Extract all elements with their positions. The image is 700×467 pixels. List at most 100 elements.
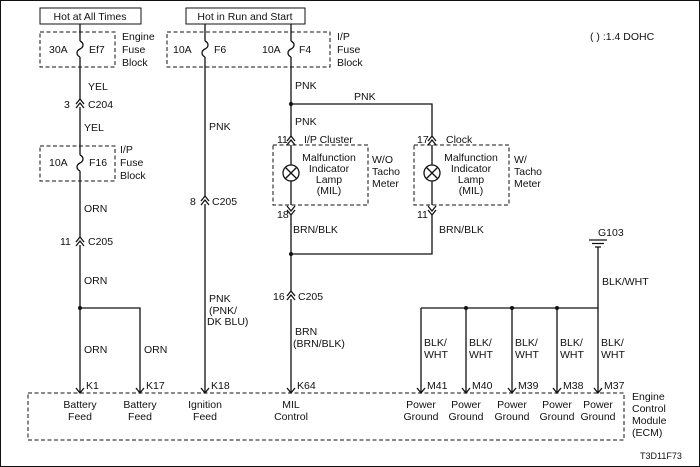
ecm-pin-m41-label-2: Ground	[403, 411, 438, 423]
ecm-name-line4: (ECM)	[632, 427, 662, 439]
wire-color-blk-wht-m40-line2: WHT	[469, 349, 493, 361]
ip-fuse-block-line1: I/P	[337, 31, 350, 43]
wire-color-orn-4: ORN	[144, 344, 167, 356]
ip-cluster-pin-top: 11	[277, 134, 288, 146]
ecm-pin-m40: M40	[472, 380, 493, 392]
fuse-f4-rating: 10A	[262, 44, 281, 56]
hot-in-run-start-box	[185, 7, 306, 25]
ecm-pin-m37: M37	[604, 380, 625, 392]
ip-cluster-variant-line3: Meter	[372, 178, 399, 190]
fuse-ef7-rating: 30A	[49, 44, 68, 56]
ground-g103-label: G103	[598, 227, 624, 239]
clock-lamp-line4: (MIL)	[459, 185, 484, 197]
clock-name: Clock	[446, 134, 473, 146]
ecm-pin-m39-label-1: Power	[497, 399, 527, 411]
hot-at-all-times-box	[39, 7, 142, 25]
wire-color-orn-2: ORN	[84, 275, 107, 287]
ip-cluster-lamp-line4: (MIL)	[317, 185, 342, 197]
wire-color-blk-wht-m39-line2: WHT	[515, 349, 539, 361]
connector-c205-orn-name: C205	[88, 236, 113, 248]
clock-variant-line2: Tacho	[514, 166, 542, 178]
ecm-pin-k64: K64	[297, 380, 316, 392]
wire-color-yel-2: YEL	[84, 122, 104, 134]
ground-wire-labels: BLK/ WHT BLK/ WHT BLK/ WHT BLK/ WHT BLK/…	[424, 337, 625, 361]
ecm-pin-m37-label-2: Ground	[580, 411, 615, 423]
ecm-pin-k18: K18	[211, 380, 230, 392]
fuse-f6-symbol	[201, 40, 209, 58]
ip-fuse-block-box	[166, 31, 331, 68]
clock-lamp-line2: Indicator	[451, 163, 492, 175]
connector-c204-pin: 3	[64, 99, 70, 111]
fuse-ef7-symbol	[76, 40, 84, 58]
ecm-pin-m38: M38	[563, 380, 584, 392]
ecm-pin-k17-label-2: Feed	[128, 411, 152, 423]
fuse-f4-name: F4	[299, 44, 311, 56]
hot-in-run-start-label: Hot in Run and Start	[197, 11, 292, 23]
wire-color-blk-wht-m38-line2: WHT	[560, 349, 584, 361]
ecm-pin-m40-label-1: Power	[451, 399, 481, 411]
ecm-pin-m38-label-1: Power	[542, 399, 572, 411]
fuse-f16-name: F16	[89, 157, 107, 169]
connector-c205-orn-symbol	[75, 235, 85, 247]
wire-color-pnk-k18-line1: PNK	[209, 293, 231, 305]
connector-c204-symbol	[75, 97, 85, 109]
ecm-pin-m39-label-2: Ground	[494, 411, 529, 423]
ip-cluster-variant-line2: Tacho	[372, 166, 400, 178]
ecm-pin-m38-label-2: Ground	[539, 411, 574, 423]
clock-lamp-icon	[423, 164, 441, 182]
ip-fuse-block-f16-line3: Block	[120, 170, 146, 182]
clock-variant-line3: Meter	[514, 178, 541, 190]
ecm-pin-m39: M39	[518, 380, 539, 392]
engine-fuse-block-line1: Engine	[122, 31, 155, 43]
ecm-pins: K1 Battery Feed K17 Battery Feed K18 Ign…	[63, 380, 624, 423]
clock-variant-line1: W/	[514, 154, 527, 166]
fuse-ef7-name: Ef7	[89, 44, 105, 56]
ecm-pin-k64-label-2: Control	[274, 411, 308, 423]
ip-cluster-lamp-line1: Malfunction	[302, 152, 356, 164]
connector-c205-pnk-pin: 8	[190, 196, 196, 208]
wire-color-brn-blk-2: BRN/BLK	[439, 224, 484, 236]
ecm-name-line2: Control	[632, 403, 666, 415]
fuse-f4-symbol	[287, 40, 295, 58]
ip-cluster-pin-bottom: 18	[277, 209, 289, 221]
connector-c205-brn-pin: 16	[273, 291, 285, 303]
clock-pin-bottom: 11	[417, 209, 428, 221]
ecm-pin-k18-label-1: Ignition	[188, 399, 222, 411]
wire-color-yel-1: YEL	[88, 81, 108, 93]
ecm-pin-m37-label-1: Power	[583, 399, 613, 411]
wire-color-blk-wht-m37-line1: BLK/	[601, 337, 624, 349]
wire-color-blk-wht-m41-line1: BLK/	[424, 337, 447, 349]
wire-color-orn-3: ORN	[84, 344, 107, 356]
ecm-box	[27, 392, 625, 441]
ip-cluster-lamp-line3: Lamp	[316, 174, 342, 186]
wire-color-brn-blk-1: BRN/BLK	[293, 224, 338, 236]
connector-c205-pnk-name: C205	[212, 196, 237, 208]
wire-color-pnk-f4: PNK	[295, 80, 317, 92]
wire-color-brn-k64-line1: BRN	[295, 326, 317, 338]
ecm-pin-m41-label-1: Power	[406, 399, 436, 411]
hot-at-all-times-label: Hot at All Times	[54, 11, 127, 23]
fuse-f16-symbol	[76, 154, 84, 172]
wire-color-blk-wht-m37-line2: WHT	[601, 349, 625, 361]
ip-cluster-variant-line1: W/O	[372, 154, 393, 166]
connector-c205-brn-symbol	[286, 289, 296, 301]
connector-c205-orn-pin: 11	[60, 236, 71, 248]
ecm-pin-m40-label-2: Ground	[448, 411, 483, 423]
engine-fuse-block-line3: Block	[122, 57, 148, 69]
wire-color-pnk-k18-line2: (PNK/	[209, 305, 237, 317]
ip-fuse-block-line2: Fuse	[337, 44, 361, 56]
ip-cluster-name: I/P Cluster	[304, 134, 353, 146]
ip-fuse-block-f16-box	[39, 145, 116, 182]
ip-fuse-block-f16-line1: I/P	[120, 144, 133, 156]
wire-color-pnk-k18-line3: DK BLU)	[207, 316, 248, 328]
fuse-f6-rating: 10A	[173, 44, 192, 56]
connector-c204-name: C204	[88, 99, 113, 111]
mil-feed-branch-wire	[291, 103, 433, 137]
fuse-f16-rating: 10A	[49, 157, 68, 169]
ip-cluster-lamp-icon	[282, 164, 300, 182]
connector-c205-pnk-symbol	[200, 194, 210, 206]
battery-feed-k17-wire	[80, 307, 141, 393]
